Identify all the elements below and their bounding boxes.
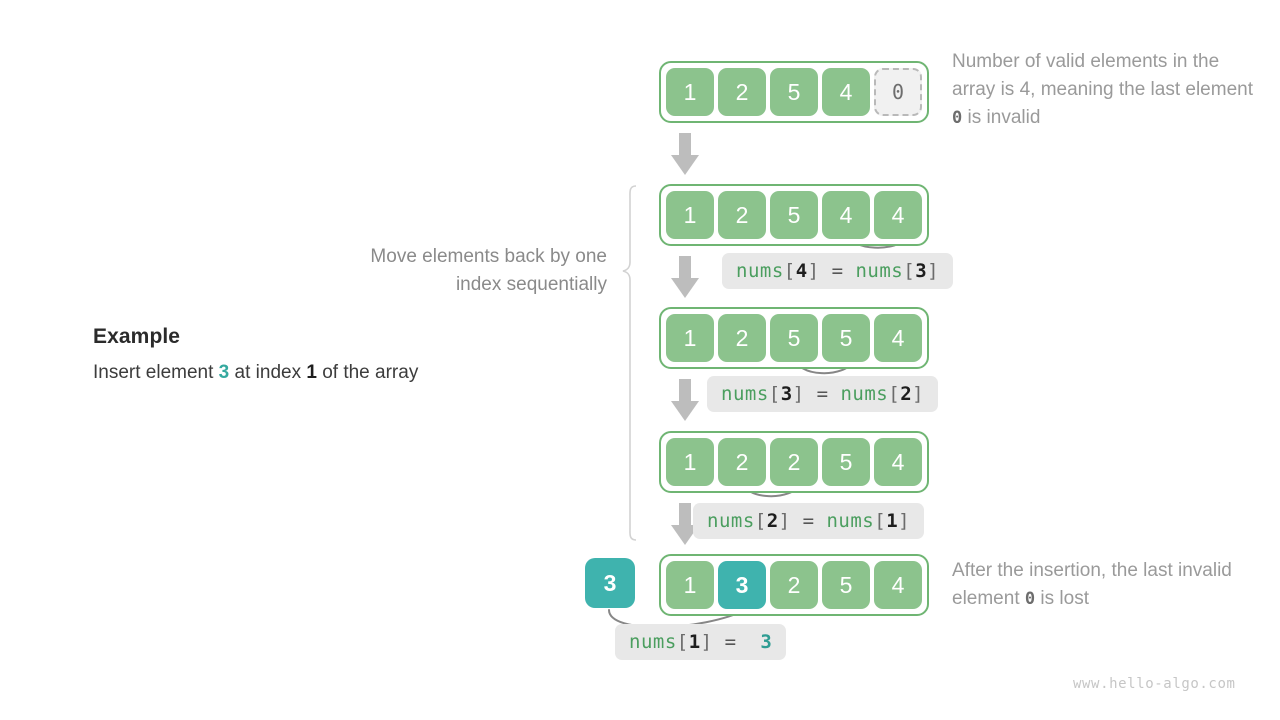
watermark: www.hello-algo.com	[1073, 676, 1236, 692]
code-src-name: nums	[840, 383, 889, 405]
array-cell: 4	[822, 191, 870, 239]
example-desc-prefix: Insert element	[93, 362, 219, 383]
down-arrow-icon	[671, 256, 699, 298]
example-desc-value: 3	[218, 362, 230, 383]
array-cell: 1	[666, 314, 714, 362]
array-cell: 5	[822, 314, 870, 362]
array-cell: 2	[718, 191, 766, 239]
array-row-shift-2: 1 2 2 5 4	[659, 431, 929, 493]
note-top-part2: is invalid	[962, 107, 1041, 128]
example-desc-middle: at index	[229, 362, 307, 383]
code-src-value: 3	[760, 631, 773, 653]
brace-shift-rows	[622, 185, 637, 541]
array-cell: 2	[718, 68, 766, 116]
code-array-name: nums	[736, 260, 784, 282]
array-cell: 1	[666, 191, 714, 239]
array-cell: 1	[666, 438, 714, 486]
array-cell: 1	[666, 68, 714, 116]
array-cell: 4	[874, 314, 922, 362]
code-operator: =	[724, 631, 737, 653]
array-cell: 5	[770, 68, 818, 116]
array-cell: 2	[718, 438, 766, 486]
code-label-insert: nums[1] = 3	[615, 624, 787, 660]
array-cell: 5	[770, 314, 818, 362]
example-desc-index: 1	[306, 362, 317, 383]
code-array-name: nums	[721, 383, 769, 405]
array-cell: 4	[822, 68, 870, 116]
array-cell: 4	[874, 191, 922, 239]
code-src-name: nums	[826, 510, 875, 532]
code-array-name: nums	[707, 510, 755, 532]
example-desc-suffix: of the array	[316, 362, 419, 383]
array-cell: 2	[770, 561, 818, 609]
code-operator: =	[816, 383, 829, 405]
array-cell: 5	[822, 438, 870, 486]
note-bottom-part2: is lost	[1035, 588, 1089, 609]
array-row-shift-3: 1 2 5 5 4	[659, 307, 929, 369]
array-cell-invalid: 0	[874, 68, 922, 116]
down-arrow-icon	[671, 379, 699, 421]
note-top-value: 0	[952, 108, 963, 128]
code-label-assign-2: nums[2] = nums[1]	[693, 503, 925, 539]
code-label-assign-4: nums[4] = nums[3]	[722, 253, 954, 289]
array-row-shift-4: 1 2 5 4 4	[659, 184, 929, 246]
code-dst-index: 2	[766, 510, 779, 532]
code-label-assign-3: nums[3] = nums[2]	[707, 376, 939, 412]
code-src-index: 2	[900, 383, 913, 405]
array-cell: 2	[770, 438, 818, 486]
example-heading: Example	[93, 325, 181, 348]
note-after-insertion: After the insertion, the last invalid el…	[952, 557, 1262, 613]
note-valid-elements: Number of valid elements in the array is…	[952, 48, 1262, 132]
code-src-index: 1	[886, 510, 899, 532]
array-row-final: 1 3 2 5 4	[659, 554, 929, 616]
example-description: Insert element 3 at index 1 of the array	[93, 362, 563, 384]
code-dst-index: 1	[688, 631, 701, 653]
example-block: Example Insert element 3 at index 1 of t…	[93, 325, 563, 384]
code-dst-index: 4	[795, 260, 808, 282]
note-top-part1: Number of valid elements in the array is…	[952, 51, 1253, 100]
array-cell: 1	[666, 561, 714, 609]
code-array-name: nums	[629, 631, 677, 653]
code-operator: =	[831, 260, 844, 282]
code-operator: =	[802, 510, 815, 532]
note-bottom-part1: After the insertion, the last invalid el…	[952, 560, 1232, 609]
insert-value-box: 3	[585, 558, 635, 608]
array-cell: 5	[770, 191, 818, 239]
move-elements-note: Move elements back by one index sequenti…	[370, 246, 607, 295]
array-cell: 2	[718, 314, 766, 362]
array-cell: 5	[822, 561, 870, 609]
note-bottom-value: 0	[1024, 589, 1036, 609]
down-arrow-icon	[671, 503, 699, 545]
array-cell-inserted: 3	[718, 561, 766, 609]
code-dst-index: 3	[780, 383, 793, 405]
code-src-index: 3	[915, 260, 928, 282]
array-cell: 4	[874, 561, 922, 609]
down-arrow-icon	[671, 133, 699, 175]
code-src-name: nums	[855, 260, 904, 282]
array-row-initial: 1 2 5 4 0	[659, 61, 929, 123]
array-cell: 4	[874, 438, 922, 486]
